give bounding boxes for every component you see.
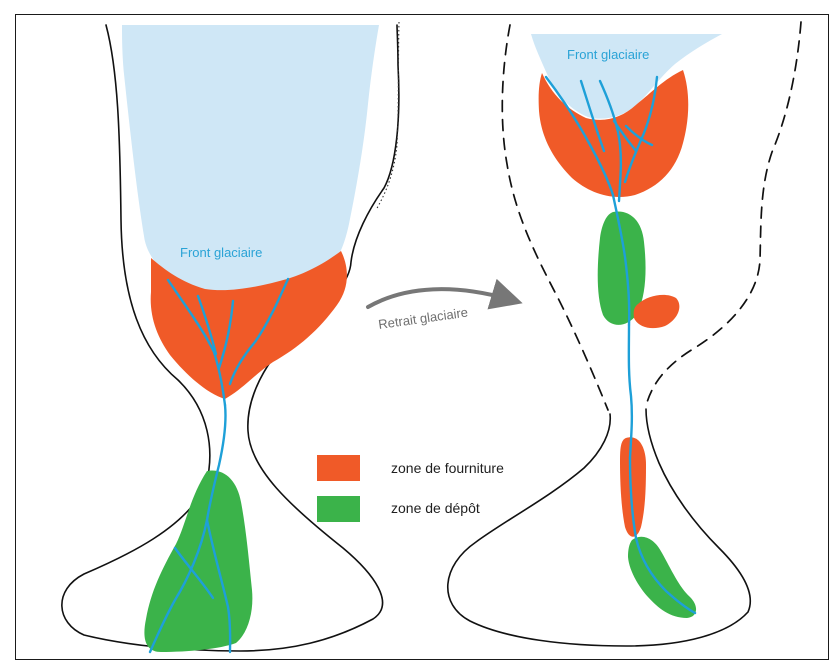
retreat-arrow-path — [368, 289, 515, 307]
legend-supply-swatch — [317, 455, 360, 481]
left-panel: Front glaciaire — [62, 22, 399, 652]
right-front-label: Front glaciaire — [567, 47, 649, 62]
retreat-arrow: Retrait glaciaire — [368, 289, 515, 332]
legend-supply-label: zone de fourniture — [391, 460, 504, 476]
right-basin-outline — [448, 409, 751, 646]
legend-deposit-label: zone de dépôt — [391, 500, 480, 516]
retreat-label: Retrait glaciaire — [377, 305, 469, 332]
right-panel: Front glaciaire — [448, 22, 801, 646]
left-front-label: Front glaciaire — [180, 245, 262, 260]
legend: zone de fourniture zone de dépôt — [317, 455, 504, 522]
left-deposit-zone — [144, 471, 252, 652]
legend-deposit-swatch — [317, 496, 360, 522]
